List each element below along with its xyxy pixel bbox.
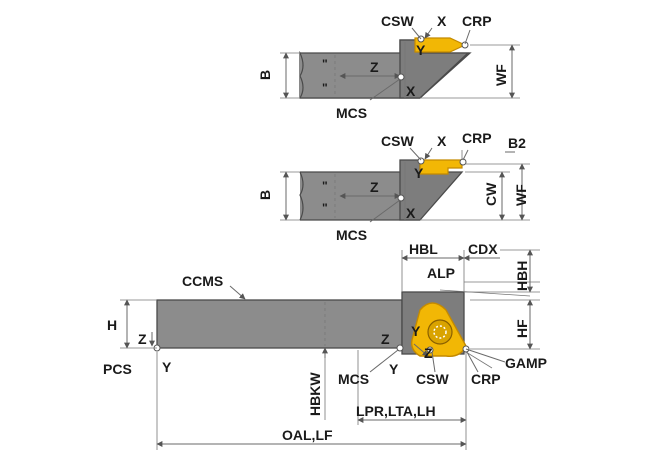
bottom-mcs-label: MCS <box>338 371 369 387</box>
middle-x-arrow <box>424 147 433 160</box>
middle-quote-mark-2: " <box>322 201 328 215</box>
middle-crp-label: CRP <box>462 130 492 146</box>
bottom-csw-point <box>426 346 434 354</box>
middle-y-label: Y <box>414 165 424 181</box>
bottom-y-mid-label: Y <box>389 361 399 377</box>
bottom-gamp-angle-line <box>465 351 493 369</box>
bottom-csw-leader <box>431 351 436 373</box>
top-x-bottom-label: X <box>406 83 416 99</box>
top-b-label: B <box>257 70 273 80</box>
bottom-cdx-label: CDX <box>468 241 498 257</box>
bottom-screw-star <box>433 325 447 339</box>
bottom-ccms-label: CCMS <box>182 273 223 289</box>
bottom-hbh-label: HBH <box>514 261 530 291</box>
middle-break-line <box>299 171 304 221</box>
top-crp-point <box>461 41 469 49</box>
middle-csw-label: CSW <box>381 133 414 149</box>
top-csw-leader <box>411 27 422 40</box>
middle-mcs-point <box>397 194 405 202</box>
bottom-alp-angle-line <box>439 289 531 297</box>
bottom-hbkw-label: HBKW <box>307 372 323 416</box>
bottom-csw-label: CSW <box>416 371 449 387</box>
middle-mcs-label: MCS <box>336 227 367 243</box>
bottom-insert-screw <box>427 319 453 345</box>
top-mcs-label: MCS <box>336 105 367 121</box>
top-insert <box>414 37 467 53</box>
bottom-y-insert-label: Y <box>411 323 421 339</box>
top-crp-label: CRP <box>462 13 492 29</box>
middle-csw-point <box>417 157 425 165</box>
bottom-oal-label: OAL,LF <box>282 427 333 443</box>
top-crp-leader <box>464 29 471 45</box>
bottom-hf-label: HF <box>514 319 530 338</box>
middle-mcs-leader <box>369 199 401 223</box>
middle-x-bottom-label: X <box>406 205 416 221</box>
middle-csw-leader <box>409 147 422 161</box>
top-break-line <box>299 52 304 99</box>
middle-x-label: X <box>437 133 447 149</box>
bottom-lpr-label: LPR,LTA,LH <box>356 403 436 419</box>
middle-b2-label: B2 <box>508 135 526 151</box>
top-view: " " CSW X CRP Y B Z MCS X WF <box>257 13 520 121</box>
bottom-alp-label: ALP <box>427 265 455 281</box>
bottom-crp-leader <box>466 351 479 373</box>
top-quote-mark-1: " <box>322 57 328 71</box>
middle-view: " " CSW X CRP B2 Y B Z CW WF MCS X <box>257 130 530 243</box>
top-quote-mark-2: " <box>322 81 328 95</box>
top-mcs-leader <box>369 78 401 101</box>
bottom-z-mid-label: Z <box>381 331 390 347</box>
bottom-gamp-label: GAMP <box>505 355 547 371</box>
bottom-z-insert-label: Z <box>424 345 433 361</box>
middle-cw-label: CW <box>483 182 499 206</box>
bottom-mcs-leader <box>369 349 399 373</box>
middle-b-label: B <box>257 190 273 200</box>
top-y-label: Y <box>416 42 426 58</box>
bottom-crp-label: CRP <box>471 371 501 387</box>
top-mcs-point <box>397 73 405 81</box>
bottom-view: HBL CDX ALP HBH CCMS H Z Z Y Z HF GAMP P… <box>103 241 547 450</box>
bottom-ccms-leader <box>229 285 246 300</box>
top-wf-label: WF <box>493 64 509 86</box>
middle-z-label: Z <box>370 179 379 195</box>
middle-wf-label: WF <box>513 184 529 206</box>
bottom-gamp-leader <box>465 348 506 363</box>
bottom-z-left-label: Z <box>138 331 147 347</box>
bottom-shank <box>156 299 403 349</box>
middle-quote-mark-1: " <box>322 179 328 193</box>
top-z-label: Z <box>370 59 379 75</box>
bottom-z-insert-arrow <box>413 343 429 357</box>
middle-crp-leader <box>462 149 469 161</box>
bottom-pcs-label: PCS <box>103 361 132 377</box>
top-x-label: X <box>437 13 447 29</box>
bottom-y-left-label: Y <box>162 359 172 375</box>
bottom-h-label: H <box>107 317 117 333</box>
top-x-arrow <box>424 27 433 39</box>
top-csw-label: CSW <box>381 13 414 29</box>
bottom-mcs-point <box>396 344 404 352</box>
bottom-hbl-label: HBL <box>409 241 438 257</box>
